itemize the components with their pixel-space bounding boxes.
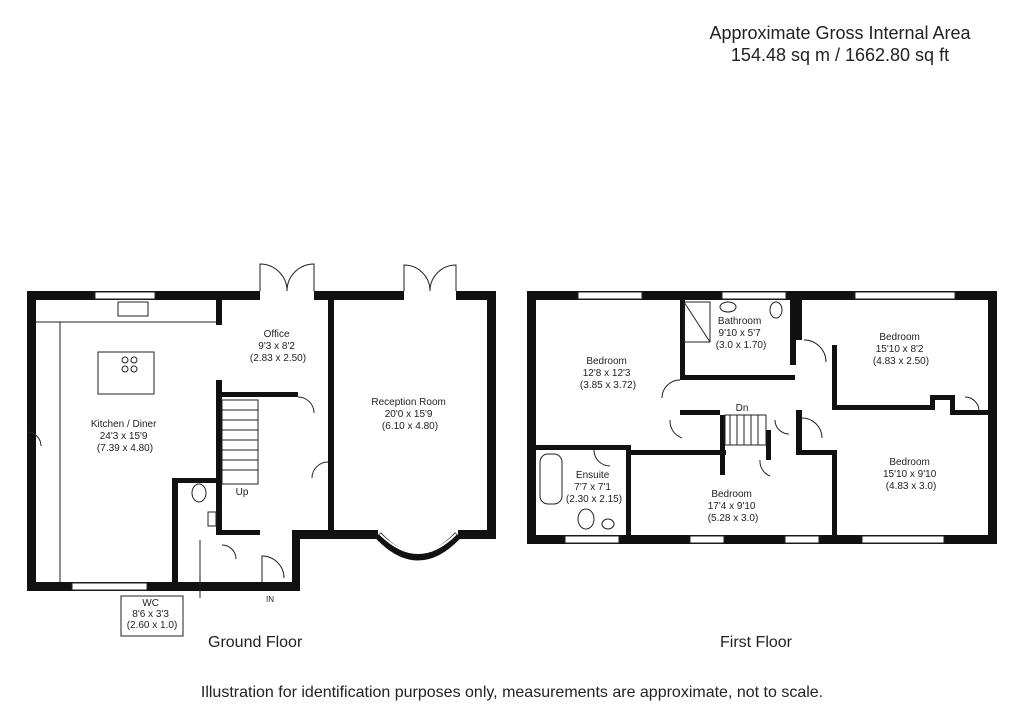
sink-icon [117, 301, 149, 317]
ff-wall-bath-bed2 [790, 300, 796, 365]
ff-wall-right [988, 291, 997, 544]
area-title: Approximate Gross Internal Area [709, 23, 971, 43]
gf-stairs [221, 399, 259, 485]
ff-wall-bed1-bath [680, 300, 685, 380]
gf-wall-top-right [456, 291, 496, 300]
gf-side-door [26, 431, 42, 447]
ff-wall-cupboard-side [930, 395, 935, 410]
ff-wall-bath-bottom [680, 375, 795, 380]
bath-basin-icon [719, 301, 737, 313]
gf-wall-right [487, 291, 496, 539]
gf-wall-bottom-reception-right [458, 530, 496, 539]
ff-window-bathroom [721, 291, 787, 300]
reception-bay-window [375, 532, 461, 561]
airing-cupboard-door [774, 419, 790, 435]
ground-floor-plan: Kitchen / Diner 24'3 x 15'9 (7.39 x 4.80… [26, 263, 496, 637]
ff-window-bedroom1 [577, 291, 643, 300]
first-floor-plan: Bedroom 12'8 x 12'3 (3.85 x 3.72) Bathro… [527, 291, 997, 544]
gf-window-kitchen-top [94, 291, 156, 300]
reception-door [311, 461, 329, 479]
hob-icon [121, 356, 138, 373]
ff-wall-bed3-top [626, 450, 726, 455]
reception-label: Reception Room 20'0 x 15'9 (6.10 x 4.80) [371, 397, 448, 432]
office-french-doors [259, 263, 315, 300]
bed1-door [661, 379, 681, 399]
ff-window-bedroom3-right [784, 535, 820, 544]
gf-wall-kitchen-stairs [216, 380, 222, 530]
ensuite-toilet-icon [577, 508, 595, 530]
bed1-label: Bedroom 12'8 x 12'3 (3.85 x 3.72) [580, 356, 636, 391]
gf-wall-kitchen-office-top [216, 300, 222, 325]
bath-toilet-icon [769, 301, 783, 319]
ff-window-bedroom3-left [689, 535, 725, 544]
ff-window-ensuite [564, 535, 620, 544]
office-label: Office 9'3 x 8'2 (2.83 x 2.50) [250, 329, 306, 364]
bathroom-label: Bathroom 9'10 x 5'7 (3.0 x 1.70) [716, 316, 767, 351]
gf-wall-top-mid [314, 291, 404, 300]
gf-wall-bottom [27, 582, 292, 591]
wc-label-box [120, 595, 184, 637]
ff-wall-bed4-left [796, 410, 802, 450]
disclaimer: Illustration for identification purposes… [200, 684, 824, 701]
bed3-label: Bedroom 17'4 x 9'10 (5.28 x 3.0) [708, 489, 759, 524]
landing-door [669, 419, 683, 439]
ff-wall-ensuite-right [626, 445, 631, 535]
gf-basin-icon [207, 511, 217, 527]
shower-icon [683, 301, 711, 343]
ff-wall-cupboard-side-2 [950, 395, 955, 415]
ff-wall-bed2-inner [832, 345, 837, 410]
ff-wall-bed2-left [796, 300, 802, 340]
ground-floor-caption: Ground Floor [208, 634, 303, 651]
gf-wall-wc-left [172, 478, 178, 582]
ff-wall-bed1-bottom [536, 445, 626, 450]
bed4-door [801, 417, 823, 439]
ff-wall-stairs-right [766, 430, 771, 460]
kitchen-label: Kitchen / Diner 24'3 x 15'9 (7.39 x 4.80… [91, 419, 159, 454]
gf-wall-step [292, 530, 300, 591]
ff-wall-bed4-top [950, 410, 988, 415]
gf-wall-office-reception [328, 300, 334, 530]
ff-stairs [724, 414, 767, 446]
ff-wall-bed2-bottom [832, 405, 932, 410]
gf-window-kitchen-bottom [71, 582, 148, 591]
bed4-label: Bedroom 15'10 x 9'10 (4.83 x 3.0) [883, 457, 939, 492]
bed3-door [759, 459, 771, 477]
ensuite-label: Ensuite 7'7 x 7'1 (2.30 x 2.15) [566, 470, 622, 505]
area-header: Approximate Gross Internal Area 154.48 s… [680, 22, 1000, 66]
ff-wall-left [527, 291, 536, 544]
reception-french-doors [403, 264, 457, 300]
gf-stairs-label: Up [236, 487, 249, 498]
wc-door [221, 544, 237, 560]
ff-wall-bed3-bed4 [832, 450, 837, 535]
ff-wall-bed4-corner [796, 450, 832, 455]
ensuite-bath-icon [539, 453, 563, 505]
ensuite-door [593, 449, 611, 467]
wardrobe-door [964, 396, 980, 412]
entrance-label: IN [266, 595, 274, 604]
kitchen-island [97, 351, 155, 395]
ensuite-basin-icon [601, 518, 615, 530]
ff-wall-cupboard [930, 395, 952, 400]
ff-window-bedroom2 [854, 291, 956, 300]
ff-wall-bottom [527, 535, 997, 544]
gf-wall-bottom-reception-left [298, 530, 378, 539]
front-door [261, 555, 285, 582]
ff-wall-landing [680, 410, 720, 415]
gf-wall-left [27, 291, 36, 591]
office-door [297, 396, 315, 414]
wc-label: WC 8'6 x 3'3 (2.60 x 1.0) [127, 598, 178, 631]
shower-diagonal [683, 301, 711, 343]
ff-stairs-label: Dn [736, 403, 749, 414]
ff-wall-stairs-left [720, 415, 725, 475]
gf-wall-wc-top [172, 478, 222, 483]
area-value: 154.48 sq m / 1662.80 sq ft [730, 45, 950, 65]
bed2-label: Bedroom 15'10 x 8'2 (4.83 x 2.50) [873, 332, 929, 367]
gf-toilet-icon [191, 483, 207, 503]
gf-wall-hall [216, 530, 260, 535]
bed2-door [803, 339, 827, 363]
gf-wall-office-bottom [222, 392, 298, 397]
first-floor-caption: First Floor [720, 634, 792, 651]
ff-window-bedroom4 [861, 535, 945, 544]
